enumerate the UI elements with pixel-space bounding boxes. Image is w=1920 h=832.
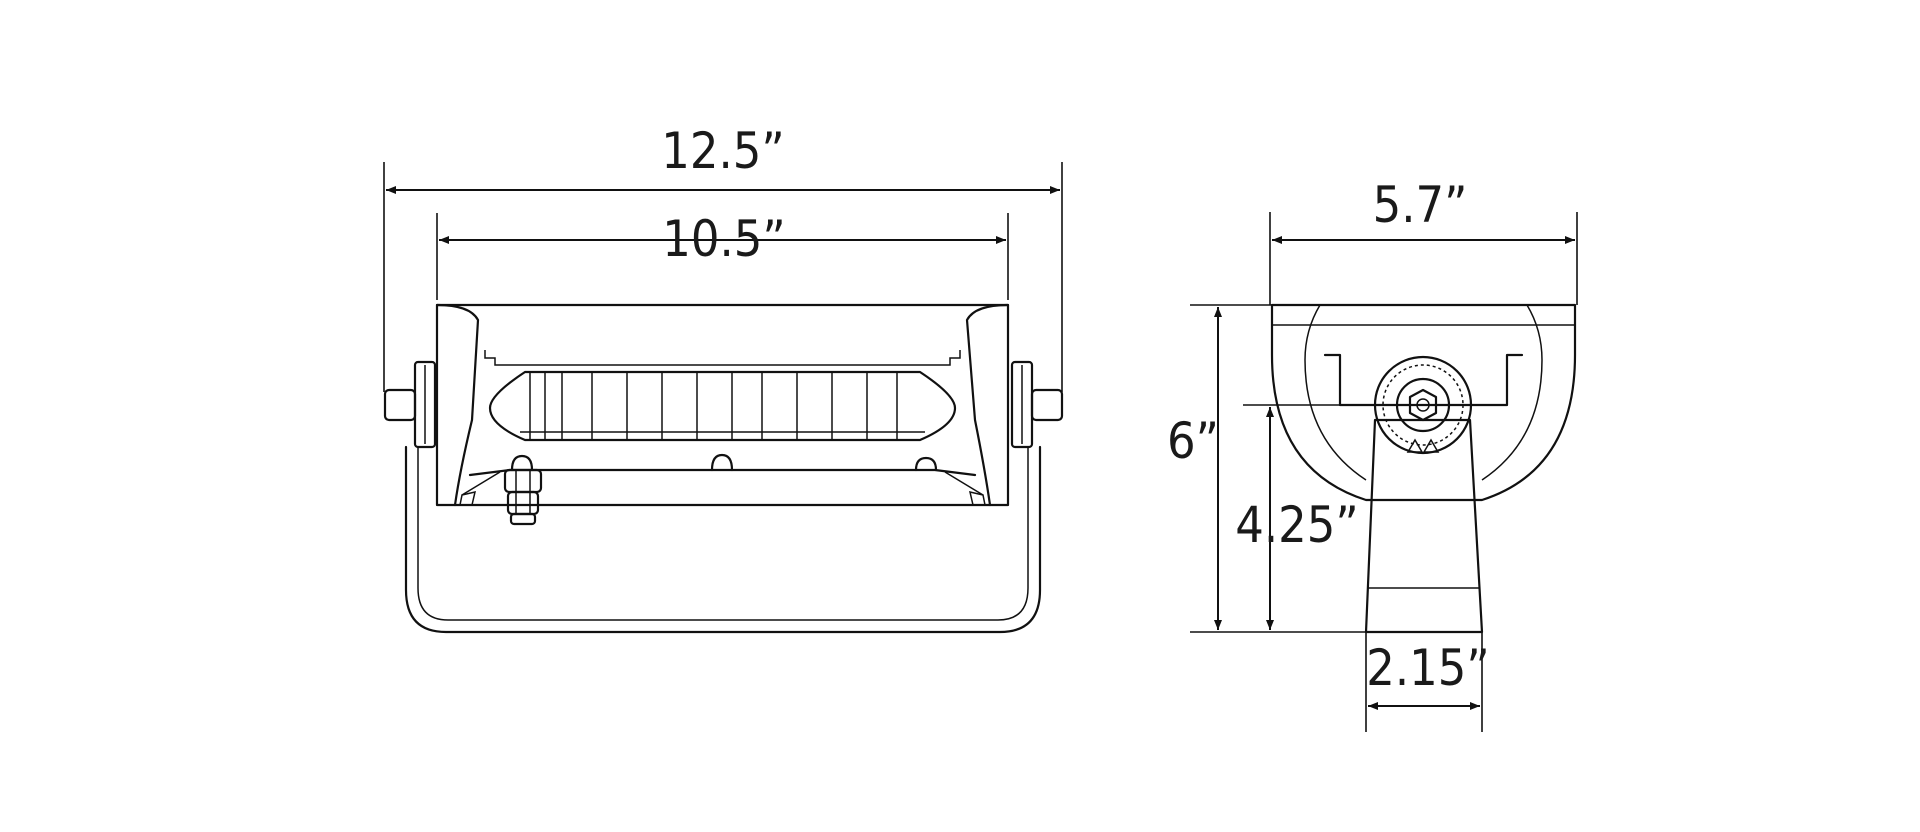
dim-label-inner-width: 10.5” (662, 210, 785, 268)
dim-label-side-height: 6” (1167, 412, 1219, 470)
dim-label-pivot-height: 4.25” (1235, 496, 1358, 554)
arrow-mark-icon (1406, 438, 1440, 453)
front-view: 12.5” 10.5” (383, 122, 1064, 634)
dim-label-overall-width: 12.5” (661, 122, 784, 180)
dim-label-base-width: 2.15” (1366, 639, 1489, 697)
dim-label-side-width: 5.7” (1373, 176, 1468, 234)
side-housing (1270, 303, 1577, 502)
pivot-knuckle (1373, 355, 1473, 455)
mount-arm (1364, 418, 1484, 634)
cable-gland (503, 454, 543, 526)
left-hub (383, 360, 437, 449)
right-hub (1010, 360, 1064, 449)
side-view: 5.7” 6” 4.25” 2.15” (1167, 176, 1578, 732)
mounting-bracket (404, 445, 1042, 634)
light-housing (435, 303, 1010, 507)
